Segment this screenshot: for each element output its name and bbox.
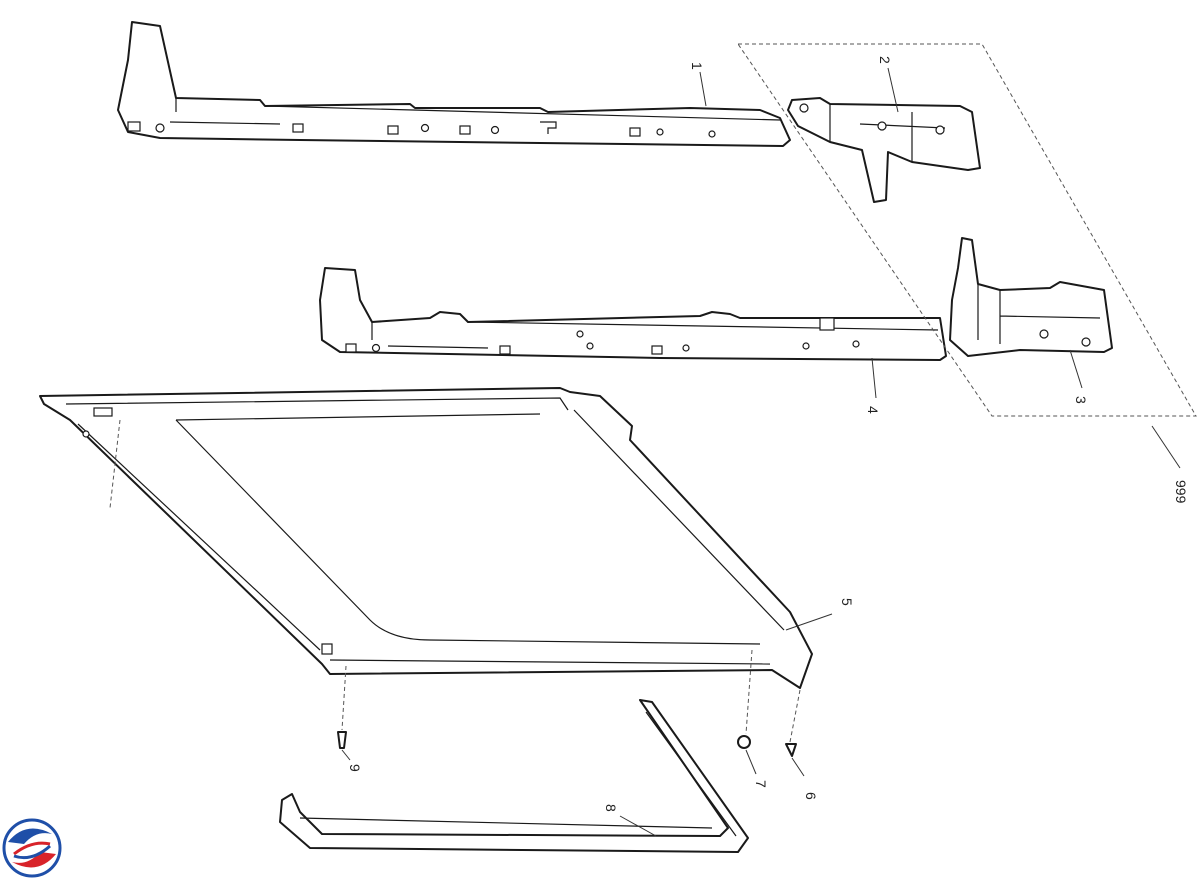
callout-4: 4 [865,406,881,414]
part-3-lower-bracket [949,237,1113,357]
callout-2: 2 [877,56,893,64]
part-5-frame [39,387,813,689]
callout-1: 1 [689,62,705,70]
callout-leaders [341,67,1181,837]
part-4-lower-rail [319,267,947,361]
assembly-999-outline [737,43,1197,417]
callout-3: 3 [1073,396,1089,404]
callout-9: 9 [347,764,363,772]
callout-5: 5 [839,598,855,606]
callout-7: 7 [753,780,769,788]
callout-6: 6 [803,792,819,800]
part-7-clip [737,649,753,749]
callout-999: 999 [1173,480,1189,504]
part-1-upper-rail [117,21,791,147]
part-8-seal [279,699,749,853]
part-2-upper-bracket [787,97,981,203]
callout-8: 8 [603,804,619,812]
brand-swirl-icon [2,818,62,878]
part-9-screw [337,665,347,749]
frame-dashed-guide [109,419,121,509]
part-6-screw [785,689,801,757]
